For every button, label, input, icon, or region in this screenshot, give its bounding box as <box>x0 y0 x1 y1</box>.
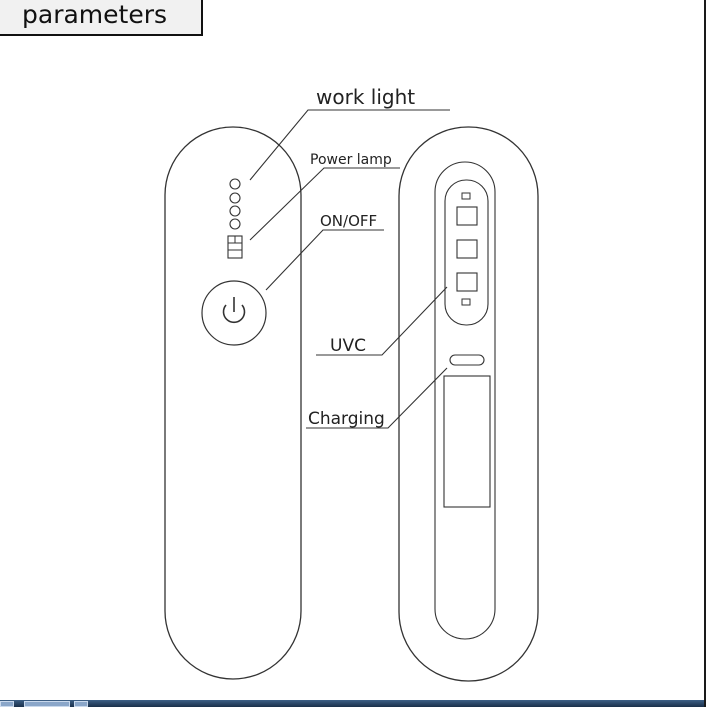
uvc-led-small-bottom <box>461 298 471 306</box>
power-lamp-leader <box>249 167 400 241</box>
work-light-indicators <box>229 178 241 230</box>
on-off-leader <box>265 229 384 291</box>
work-light-leader <box>249 109 450 181</box>
taskbar-button[interactable] <box>0 701 14 707</box>
back-inner-track <box>434 161 496 640</box>
charging-port <box>449 354 485 366</box>
taskbar[interactable] <box>0 700 704 707</box>
power-button <box>201 280 267 346</box>
page-title: parameters <box>0 0 203 36</box>
uvc-panel <box>444 179 489 326</box>
uvc-leader <box>316 286 448 356</box>
back-window <box>443 375 491 508</box>
back-device-body <box>398 126 539 682</box>
taskbar-button[interactable] <box>24 701 70 707</box>
uvc-led-1 <box>456 206 478 226</box>
front-device-body <box>164 126 302 680</box>
on-off-label: ON/OFF <box>320 212 377 230</box>
power-lamp-label: Power lamp <box>310 152 392 168</box>
uvc-led-3 <box>456 272 478 292</box>
charging-label: Charging <box>308 409 385 429</box>
uvc-label: UVC <box>330 336 366 356</box>
taskbar-button[interactable] <box>74 701 88 707</box>
work-light-label: work light <box>316 85 415 109</box>
charging-leader <box>306 367 448 429</box>
uvc-led-2 <box>456 239 478 259</box>
battery-icon <box>227 235 243 259</box>
uvc-led-small-top <box>461 192 471 200</box>
power-icon <box>222 297 246 324</box>
